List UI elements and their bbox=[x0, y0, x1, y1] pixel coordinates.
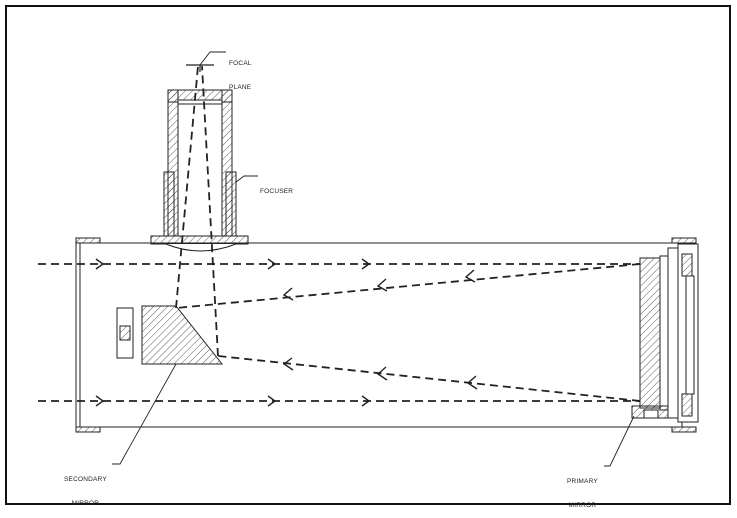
secondary-mirror-label: SECONDARY MIRROR bbox=[64, 460, 107, 516]
primary-mirror-label-line-1: PRIMARY bbox=[567, 478, 598, 485]
focal-plane-label: FOCAL PLANE bbox=[229, 44, 252, 100]
outer-border bbox=[5, 5, 731, 505]
primary-mirror-label: PRIMARY MIRROR bbox=[567, 462, 598, 518]
focuser-label: FOCUSER bbox=[260, 172, 293, 204]
primary-mirror-label-line-2: MIRROR bbox=[568, 502, 597, 509]
secondary-mirror bbox=[116, 305, 224, 365]
secondary-mirror-label-line-1: SECONDARY bbox=[64, 476, 107, 483]
focal-plane-label-line-1: FOCAL bbox=[229, 60, 252, 67]
focuser bbox=[150, 89, 249, 252]
primary-mirror bbox=[631, 243, 699, 423]
focuser-label-text: FOCUSER bbox=[260, 188, 294, 195]
light-rays bbox=[38, 65, 641, 402]
focal-plane-marker bbox=[186, 64, 214, 72]
secondary-mirror-label-line-2: MIRROR bbox=[71, 500, 100, 507]
focal-plane-label-line-2: PLANE bbox=[229, 84, 252, 91]
ray-arrows bbox=[95, 258, 478, 407]
leader-lines bbox=[112, 51, 635, 467]
